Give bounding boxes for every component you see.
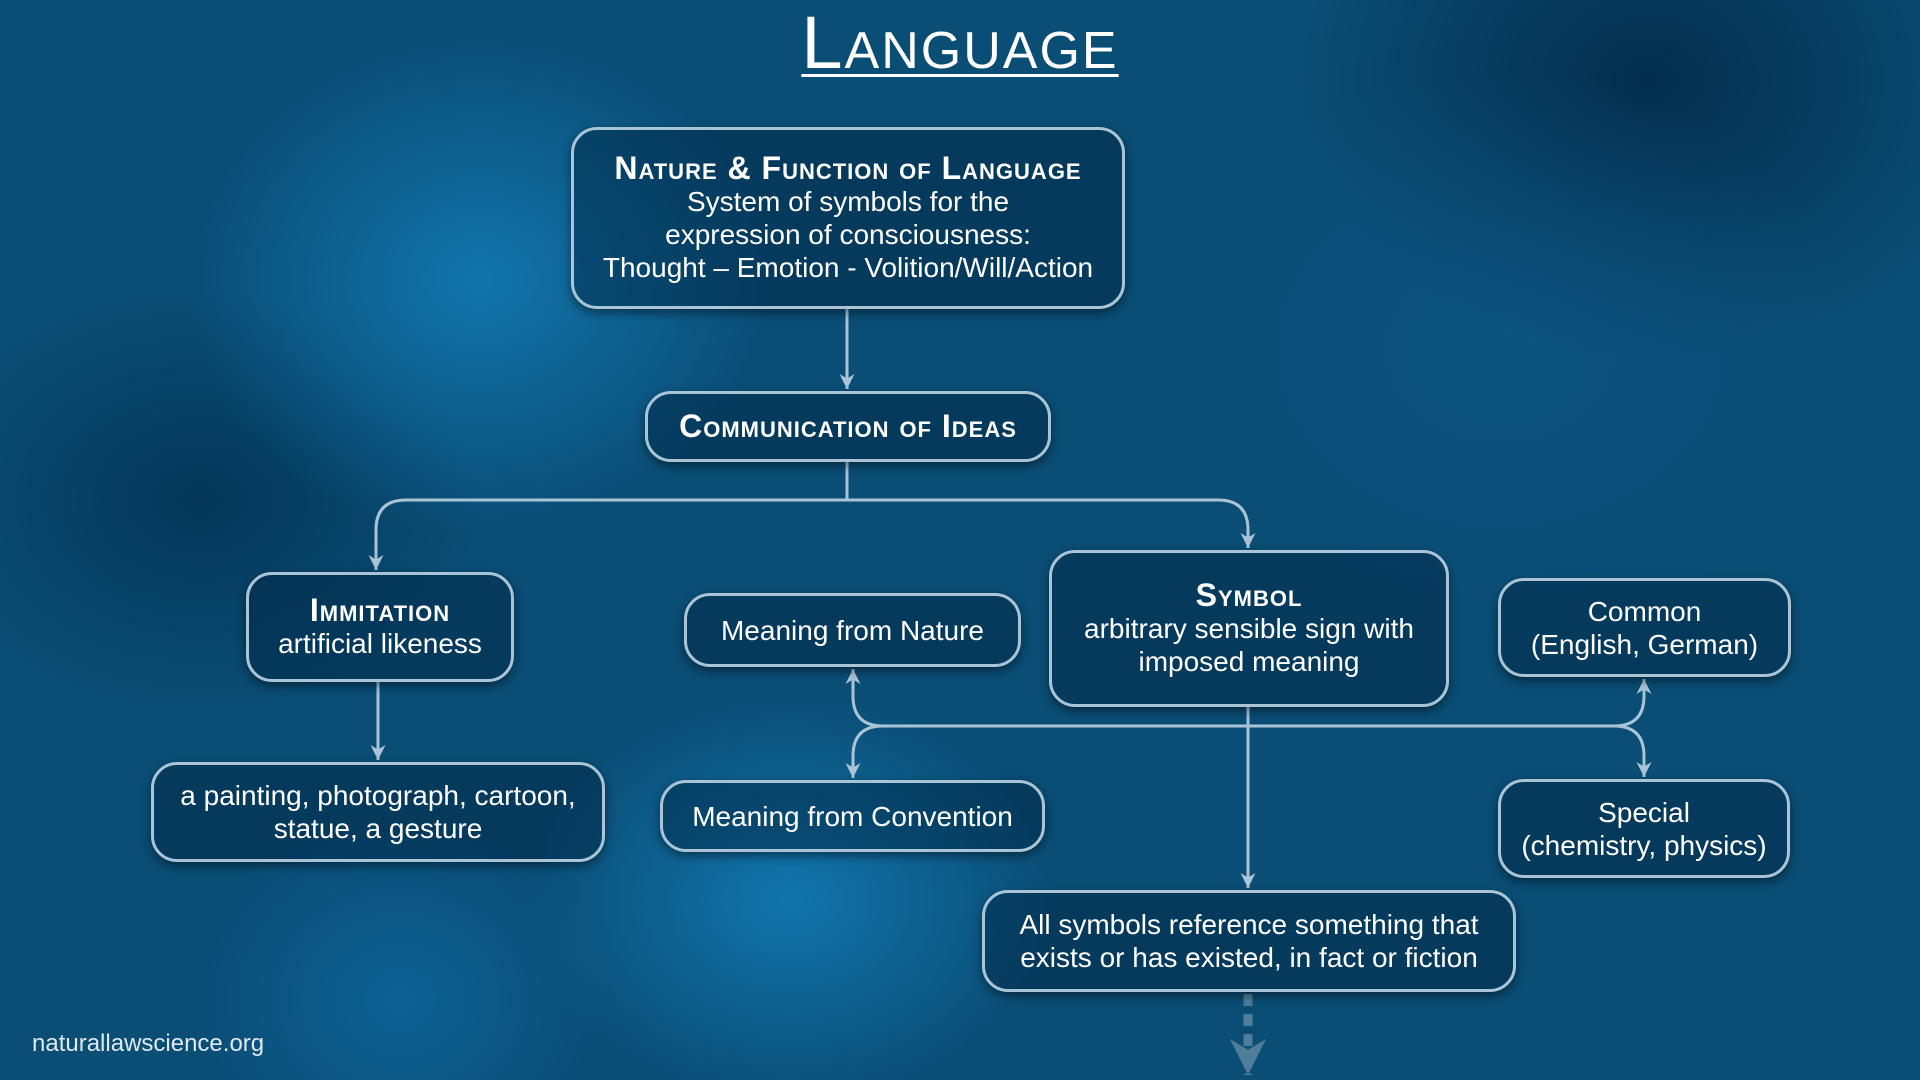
node-communication: Communication of Ideas (645, 391, 1051, 462)
arrow-to-common (1613, 679, 1652, 728)
arrow-to-symbol (847, 498, 1256, 548)
node-meaning-nature: Meaning from Nature (684, 593, 1021, 667)
node-text: expression of consciousness: (665, 219, 1031, 250)
footer-website: naturallawscience.org (32, 1030, 265, 1057)
node-text: All symbols reference something that (1019, 909, 1479, 940)
node-text: statue, a gesture (273, 813, 483, 844)
node-text: Meaning from Nature (720, 614, 984, 646)
node-examples: a painting, photograph, cartoon, statue,… (151, 762, 605, 862)
arrow-to-imitation (368, 498, 847, 570)
node-text: Meaning from Convention (692, 800, 1013, 832)
node-symbol: Symbol arbitrary sensible sign with impo… (1049, 550, 1449, 707)
node-special: Special (chemistry, physics) (1498, 779, 1790, 878)
node-text: artificial likeness (278, 628, 482, 659)
node-imitation: Immitation artificial likeness (246, 572, 514, 682)
page-title: Language (801, 1, 1119, 84)
node-text: System of symbols for the (686, 186, 1010, 217)
node-text: Common (1587, 595, 1702, 627)
node-text: imposed meaning (1138, 646, 1360, 677)
node-heading: Symbol (1195, 577, 1303, 613)
node-text: (English, German) (1530, 628, 1759, 660)
node-nature-function: Nature & Function of Language System of … (571, 127, 1125, 309)
node-heading: Nature & Function of Language (614, 150, 1082, 186)
node-heading: Communication of Ideas (679, 408, 1017, 444)
node-text: a painting, photograph, cartoon, (180, 780, 576, 811)
node-meaning-convention: Meaning from Convention (660, 780, 1045, 852)
node-text: exists or has existed, in fact or fictio… (1020, 942, 1478, 973)
node-text: (chemistry, physics) (1521, 829, 1767, 861)
arrow-to-meaning-convention (845, 724, 884, 778)
node-heading: Immitation (309, 592, 451, 628)
arrow-to-special (1613, 724, 1652, 777)
node-text: Special (1598, 796, 1690, 828)
node-common: Common (English, German) (1498, 578, 1791, 677)
node-text: arbitrary sensible sign with (1084, 613, 1414, 644)
node-text: Thought – Emotion - Volition/Will/Action (602, 252, 1094, 283)
node-all-symbols: All symbols reference something that exi… (982, 890, 1516, 992)
arrow-to-meaning-nature (845, 669, 884, 728)
